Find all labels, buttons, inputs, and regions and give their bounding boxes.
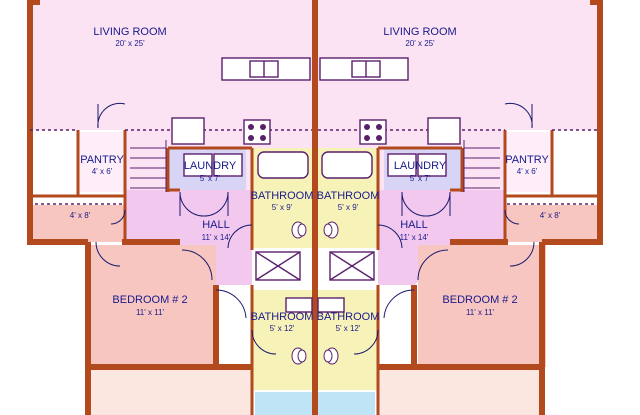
hall-right-label: HALL	[400, 219, 428, 231]
shower-box-left	[255, 251, 301, 281]
kitchen-island-left	[221, 57, 311, 81]
refrigerator-left	[171, 117, 205, 145]
pantry-left-dim: 4' x 6'	[92, 167, 113, 176]
bathroom-lower-left-label: BATHROOM	[251, 311, 314, 323]
closet-right-dim: 4' x 8'	[540, 211, 561, 220]
hall-left-area	[125, 190, 252, 285]
laundry-right-label: LAUNDRY	[394, 160, 447, 172]
living-room-left-dim: 20' x 25'	[115, 39, 145, 48]
lower-right-area	[378, 370, 542, 415]
stove-right	[359, 119, 387, 145]
closet-right-area	[505, 205, 597, 242]
refrigerator-right	[427, 117, 461, 145]
bedroom-left-label: BEDROOM # 2	[112, 294, 187, 306]
shelves-left	[130, 140, 167, 192]
washer-dryer-left	[183, 153, 243, 177]
bedroom-left-dim: 11' x 11'	[136, 308, 165, 317]
bedroom-right-dim: 11' x 11'	[466, 308, 495, 317]
bathroom-upper-left-label: BATHROOM	[251, 190, 314, 202]
kitchen-island-right	[319, 57, 409, 81]
living-room-right-label: LIVING ROOM	[383, 26, 456, 38]
toilet-lower-right	[323, 347, 339, 365]
pantry-right-label: PANTRY	[505, 154, 549, 166]
vanity-lower-left	[285, 297, 313, 313]
bathroom-upper-right-dim: 5' x 9'	[338, 203, 359, 212]
living-room-left-label: LIVING ROOM	[93, 26, 166, 38]
closet-left-area	[33, 205, 125, 242]
bathroom-upper-left-dim: 5' x 9'	[272, 203, 293, 212]
bathroom-lower-right-label: BATHROOM	[317, 311, 380, 323]
shower-box-right	[329, 251, 375, 281]
hall-right-area	[378, 190, 505, 285]
toilet-upper-right	[323, 221, 339, 239]
shelves-right	[463, 140, 500, 192]
vanity-lower-right	[317, 297, 345, 313]
bathroom-lower-left-dim: 5' x 12'	[270, 324, 295, 333]
bathroom-upper-right-label: BATHROOM	[317, 190, 380, 202]
hall-left-label: HALL	[202, 219, 230, 231]
lower-left-area	[88, 370, 252, 415]
hall-left-dim: 11' x 14'	[202, 233, 231, 242]
closet-left-dim: 4' x 8'	[70, 211, 91, 220]
walls	[27, 0, 603, 415]
washer-dryer-right	[387, 153, 447, 177]
bathtub-upper-right	[321, 151, 373, 179]
counter-lines	[30, 129, 600, 205]
doors	[95, 102, 535, 355]
toilet-lower-left	[291, 347, 307, 365]
stove-left	[243, 119, 271, 145]
toilet-upper-left	[291, 221, 307, 239]
pantry-right-area	[504, 132, 552, 192]
bathtub-upper-left	[257, 151, 309, 179]
pantry-right-dim: 4' x 6'	[517, 167, 538, 176]
bedroom-left-area	[88, 245, 216, 367]
bedroom-right-label: BEDROOM # 2	[442, 294, 517, 306]
laundry-right-dim: 5' x 7'	[410, 174, 431, 183]
bathroom-lower-right-dim: 5' x 12'	[336, 324, 361, 333]
pantry-left-label: PANTRY	[80, 154, 124, 166]
laundry-left-label: LAUNDRY	[184, 160, 237, 172]
pantry-left-area	[78, 132, 126, 192]
hall-right-dim: 11' x 14'	[400, 233, 429, 242]
bedroom-right-area	[418, 245, 546, 367]
laundry-left-dim: 5' x 7'	[200, 174, 221, 183]
living-room-right-dim: 20' x 25'	[405, 39, 435, 48]
